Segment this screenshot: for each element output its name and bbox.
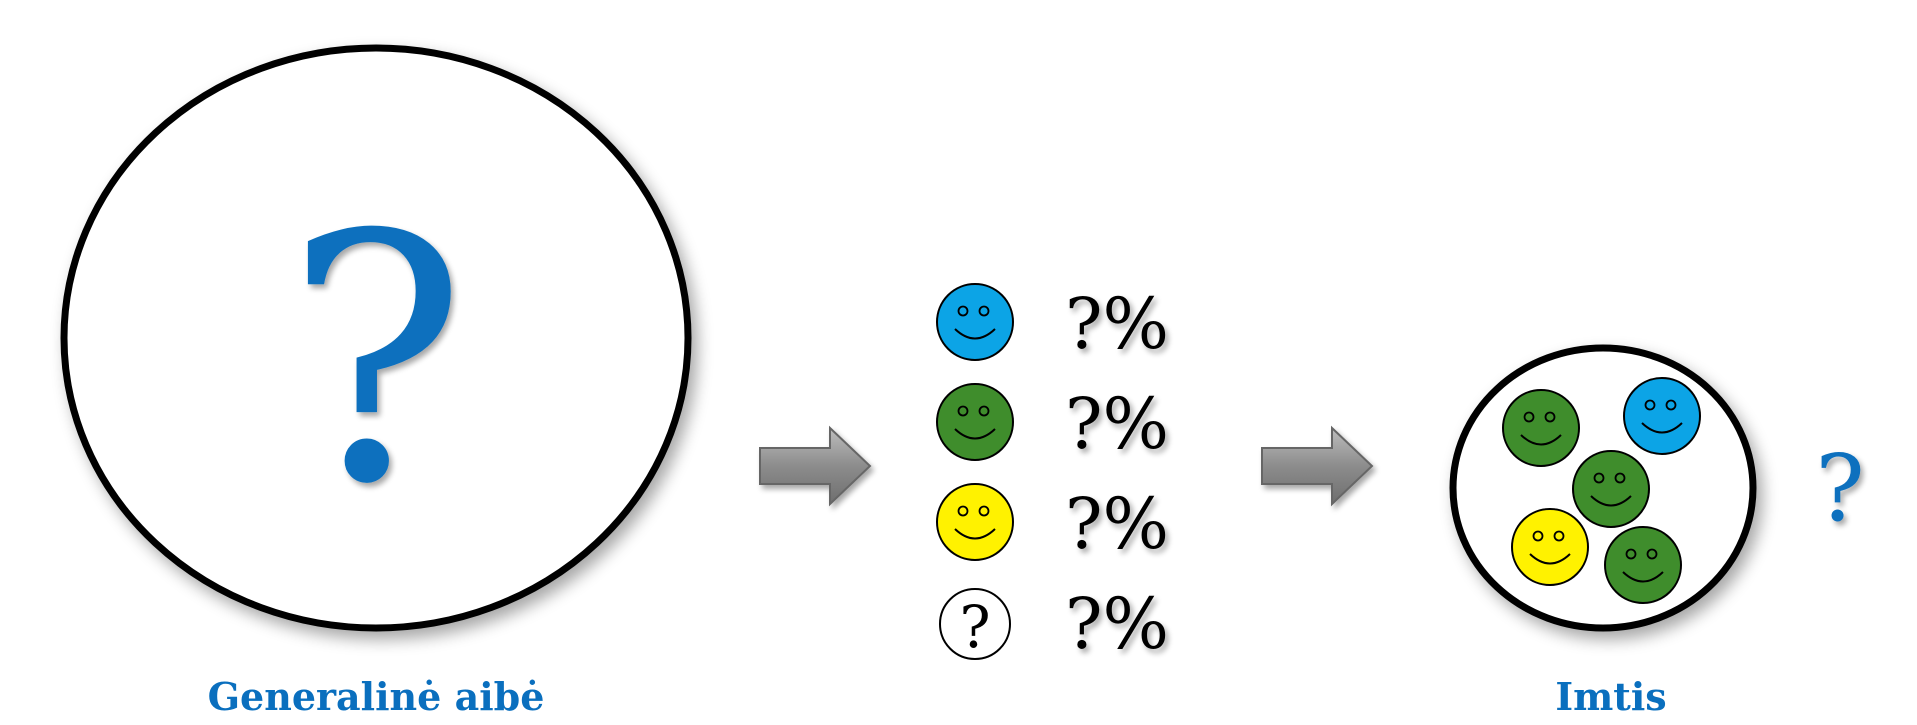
- sample-group: ? Imtis: [1449, 344, 1865, 719]
- question-circle-icon: ?: [939, 588, 1011, 661]
- legend-value-green: ?%: [1065, 383, 1169, 465]
- legend-item-blue: ?%: [936, 283, 1169, 365]
- legend-value-blue: ?%: [1065, 283, 1169, 365]
- green-smiley-icon: [936, 383, 1014, 461]
- blue-smiley-icon: [936, 283, 1014, 361]
- arrow-right-icon-2: [1261, 425, 1374, 507]
- sample-question-mark: ?: [1815, 435, 1864, 542]
- green-smiley-icon: [1502, 389, 1580, 467]
- legend-item-unknown: ? ?%: [939, 583, 1169, 665]
- population-label: Generalinė aibė: [208, 674, 545, 719]
- legend-item-green: ?%: [936, 383, 1169, 465]
- question-circle-symbol: ?: [959, 593, 990, 661]
- sample-label: Imtis: [1555, 674, 1666, 719]
- yellow-smiley-icon: [1511, 508, 1589, 586]
- green-smiley-icon: [1572, 450, 1650, 528]
- population-ellipse: [60, 44, 692, 632]
- legend: ?% ?% ?% ?: [936, 283, 1169, 665]
- arrow-right-icon: [759, 425, 872, 507]
- blue-smiley-icon: [1623, 377, 1701, 455]
- legend-value-yellow: ?%: [1065, 483, 1169, 565]
- legend-value-unknown: ?%: [1065, 583, 1169, 665]
- green-smiley-icon: [1604, 526, 1682, 604]
- population-question-mark: ?: [285, 163, 467, 559]
- legend-item-yellow: ?%: [936, 483, 1169, 565]
- yellow-smiley-icon: [936, 483, 1014, 561]
- population-group: ? Generalinė aibė: [60, 44, 692, 719]
